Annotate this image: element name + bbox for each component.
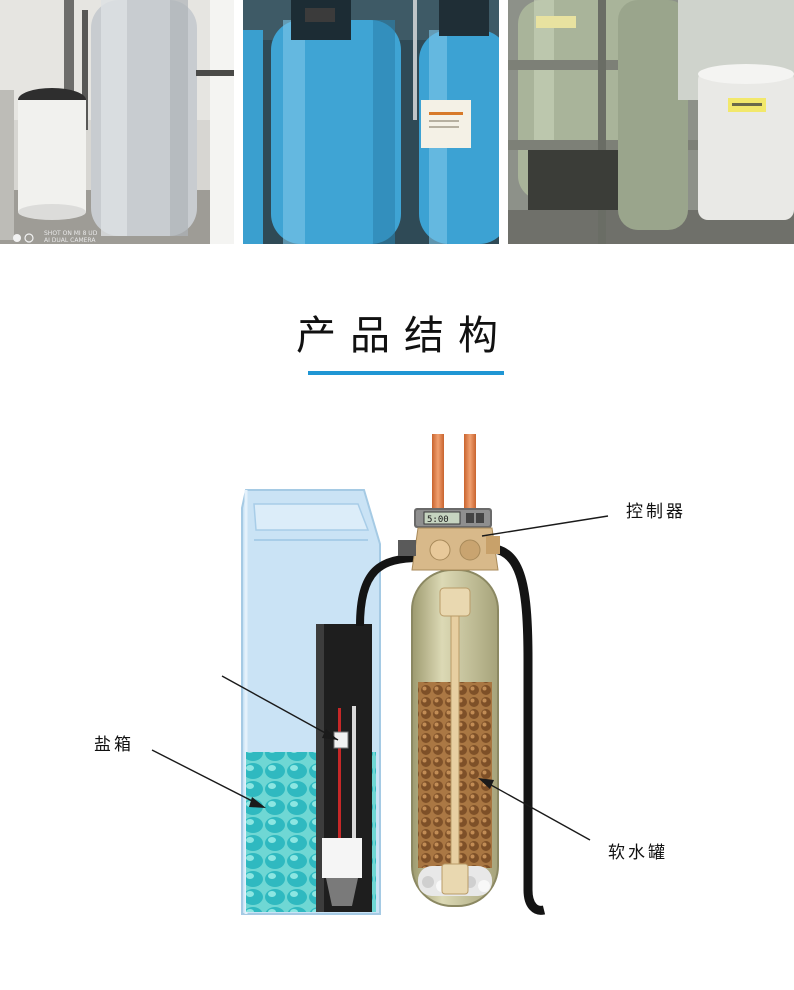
label-brine-tank: 盐箱 (94, 735, 134, 755)
control-valve (398, 508, 500, 571)
leader-controller (481, 515, 609, 537)
leader-softener-tank (481, 779, 591, 841)
structure-diagram: 5:00 (0, 420, 794, 940)
controller-display: 5:00 (427, 515, 449, 525)
outlet-pipe (464, 434, 476, 514)
photo-green-tanks-brine-box (508, 0, 794, 244)
softener-tank (411, 569, 499, 907)
leader-brine-well (221, 675, 339, 741)
arrow-softener-tank (478, 778, 494, 789)
title-underline (308, 371, 504, 375)
section-title: 产品结构 (296, 313, 512, 359)
camera-watermark-line1: SHOT ON MI 8 UD (44, 230, 98, 237)
inlet-pipe (432, 434, 444, 514)
brine-well (316, 624, 372, 912)
drain-hose (485, 543, 546, 915)
label-controller: 控制器 (626, 502, 686, 522)
arrow-brine-tank (249, 797, 266, 808)
label-softener-tank: 软水罐 (608, 843, 668, 863)
arrow-brine-well (322, 729, 338, 740)
camera-watermark-icon (12, 233, 38, 243)
camera-watermark-line2: AI DUAL CAMERA (44, 237, 96, 244)
photo-blue-tanks (243, 0, 499, 244)
leader-brine-tank (151, 749, 263, 807)
